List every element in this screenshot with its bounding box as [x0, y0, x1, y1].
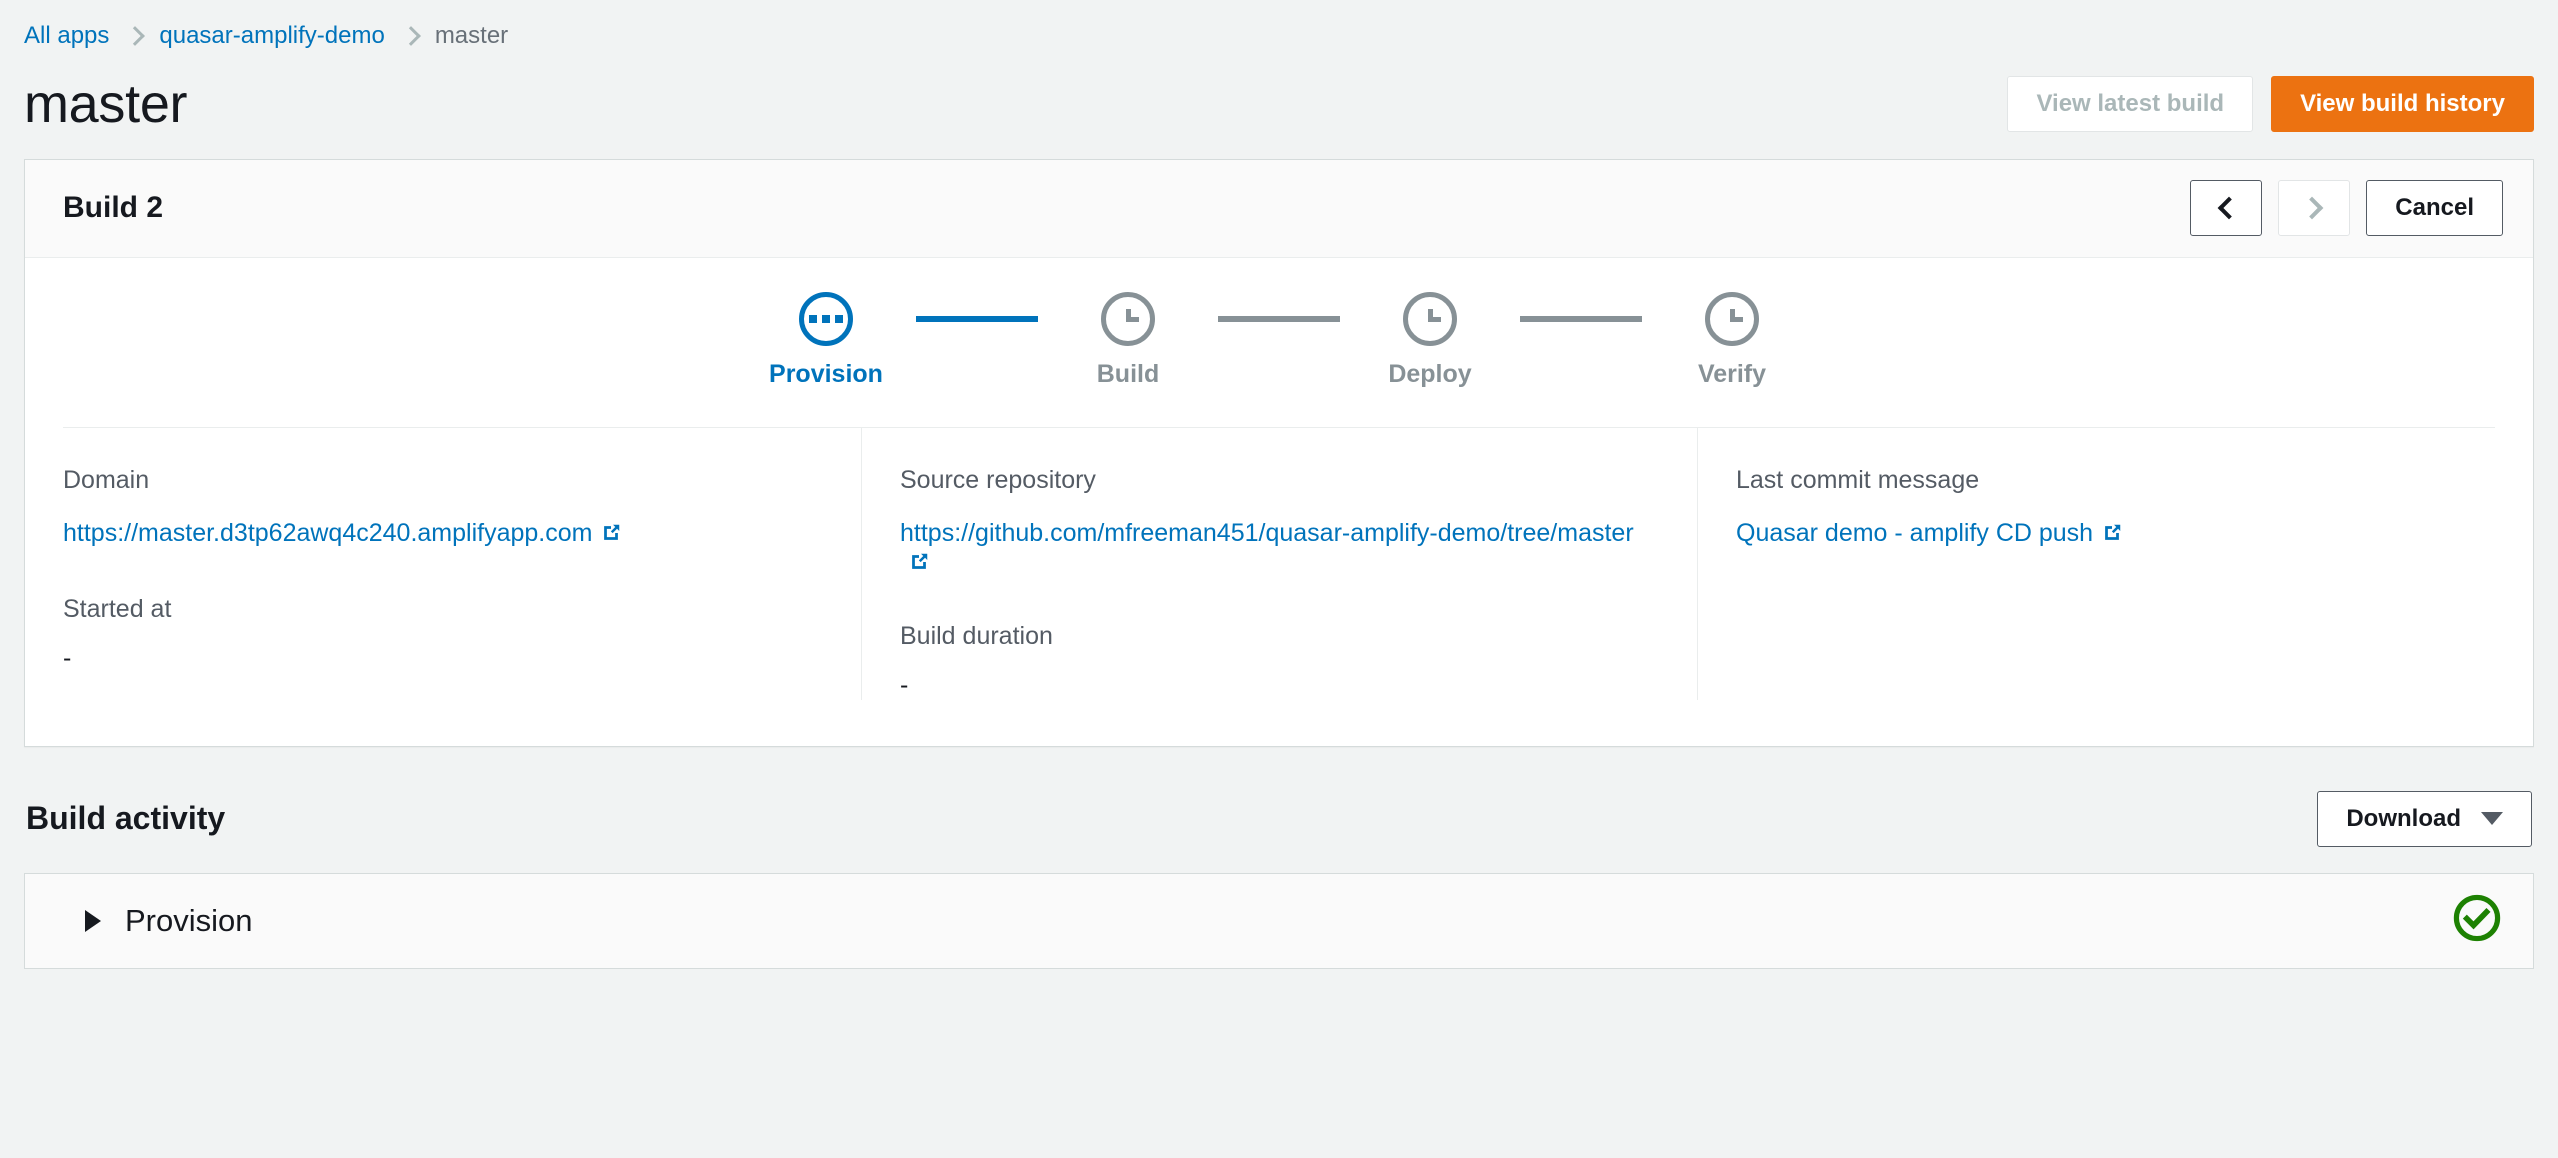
previous-build-button[interactable] [2190, 180, 2263, 237]
page-actions: View latest build View build history [2007, 76, 2534, 133]
domain-label: Domain [63, 465, 150, 494]
last-commit-value-wrap: Quasar demo - amplify CD push [1736, 515, 2493, 551]
step-connector-3 [1520, 315, 1642, 322]
page-title-row: master View latest build View build hist… [0, 50, 2558, 133]
step-provision-circle [799, 291, 853, 346]
view-build-history-button[interactable]: View build history [2271, 76, 2534, 133]
source-repo-link[interactable]: https://github.com/mfreeman451/quasar-am… [900, 518, 1634, 547]
build-stepper: Provision Build Deploy [25, 258, 2533, 389]
breadcrumb-separator-icon [127, 25, 141, 47]
chevron-down-icon [2481, 812, 2503, 826]
build-card-header: Build 2 Cancel [25, 159, 2533, 258]
started-at-value: - [63, 643, 72, 672]
step-deploy[interactable]: Deploy [1340, 291, 1520, 389]
build-card-actions: Cancel [2190, 180, 2503, 237]
breadcrumb: All apps quasar-amplify-demo master [0, 0, 2558, 50]
step-build[interactable]: Build [1038, 291, 1218, 389]
card-divider [63, 426, 2495, 428]
clock-icon [1115, 306, 1141, 332]
started-at-label: Started at [63, 594, 172, 623]
ellipsis-icon [809, 314, 843, 323]
breadcrumb-item-all-apps[interactable]: All apps [24, 22, 110, 49]
source-repo-value-wrap: https://github.com/mfreeman451/quasar-am… [900, 515, 1657, 578]
clock-icon [1719, 306, 1745, 332]
step-build-circle [1101, 291, 1155, 346]
detail-column-source-repo: Source repository https://github.com/mfr… [861, 427, 1697, 700]
detail-column-domain: Domain https://master.d3tp62awq4c240.amp… [25, 428, 861, 700]
detail-source-repo: Source repository https://github.com/mfr… [900, 466, 1657, 578]
build-activity-title: Build activity [26, 800, 226, 837]
triangle-right-icon[interactable] [85, 909, 101, 932]
step-provision[interactable]: Provision [736, 291, 916, 389]
detail-build-duration: Build duration - [900, 622, 1657, 700]
domain-link[interactable]: https://master.d3tp62awq4c240.amplifyapp… [63, 518, 593, 547]
accordion-left: Provision [85, 903, 253, 939]
page-title: master [24, 74, 188, 134]
detail-domain: Domain https://master.d3tp62awq4c240.amp… [63, 466, 821, 551]
domain-value-wrap: https://master.d3tp62awq4c240.amplifyapp… [63, 515, 821, 551]
breadcrumb-item-current: master [434, 22, 509, 49]
view-latest-build-button[interactable]: View latest build [2007, 76, 2254, 133]
build-details: Domain https://master.d3tp62awq4c240.amp… [25, 427, 2533, 746]
detail-last-commit: Last commit message Quasar demo - amplif… [1736, 466, 2493, 551]
step-deploy-label: Deploy [1388, 359, 1472, 388]
download-button[interactable]: Download [2317, 790, 2532, 847]
status-success-icon [2451, 892, 2503, 949]
step-verify-circle [1705, 291, 1759, 346]
step-build-label: Build [1096, 359, 1160, 388]
breadcrumb-item-app[interactable]: quasar-amplify-demo [159, 22, 385, 49]
build-card-title: Build 2 [63, 191, 164, 225]
step-deploy-circle [1403, 291, 1457, 346]
detail-started-at: Started at - [63, 595, 821, 673]
step-provision-label: Provision [769, 359, 883, 388]
accordion-label: Provision [125, 902, 253, 938]
cancel-build-button[interactable]: Cancel [2366, 180, 2503, 237]
last-commit-link[interactable]: Quasar demo - amplify CD push [1736, 518, 2094, 547]
clock-icon [1417, 306, 1443, 332]
external-link-icon [908, 551, 930, 578]
breadcrumb-separator-icon [403, 25, 417, 47]
step-verify-label: Verify [1697, 359, 1767, 388]
build-duration-value: - [900, 670, 909, 699]
chevron-right-icon [2300, 196, 2324, 220]
build-activity-header: Build activity Download [0, 747, 2558, 847]
chevron-left-icon [2217, 196, 2241, 220]
step-connector-1 [916, 315, 1038, 322]
source-repo-label: Source repository [900, 465, 1096, 494]
step-connector-2 [1218, 315, 1340, 322]
build-duration-label: Build duration [900, 621, 1053, 650]
next-build-button[interactable] [2278, 180, 2351, 237]
build-card: Build 2 Cancel Provision [24, 158, 2534, 747]
download-button-label: Download [2346, 804, 2461, 832]
external-link-icon [2101, 522, 2123, 549]
last-commit-label: Last commit message [1736, 465, 1980, 494]
step-verify[interactable]: Verify [1642, 291, 1822, 389]
build-activity-row-provision[interactable]: Provision [24, 872, 2534, 969]
external-link-icon [600, 522, 622, 549]
detail-column-last-commit: Last commit message Quasar demo - amplif… [1697, 427, 2533, 700]
